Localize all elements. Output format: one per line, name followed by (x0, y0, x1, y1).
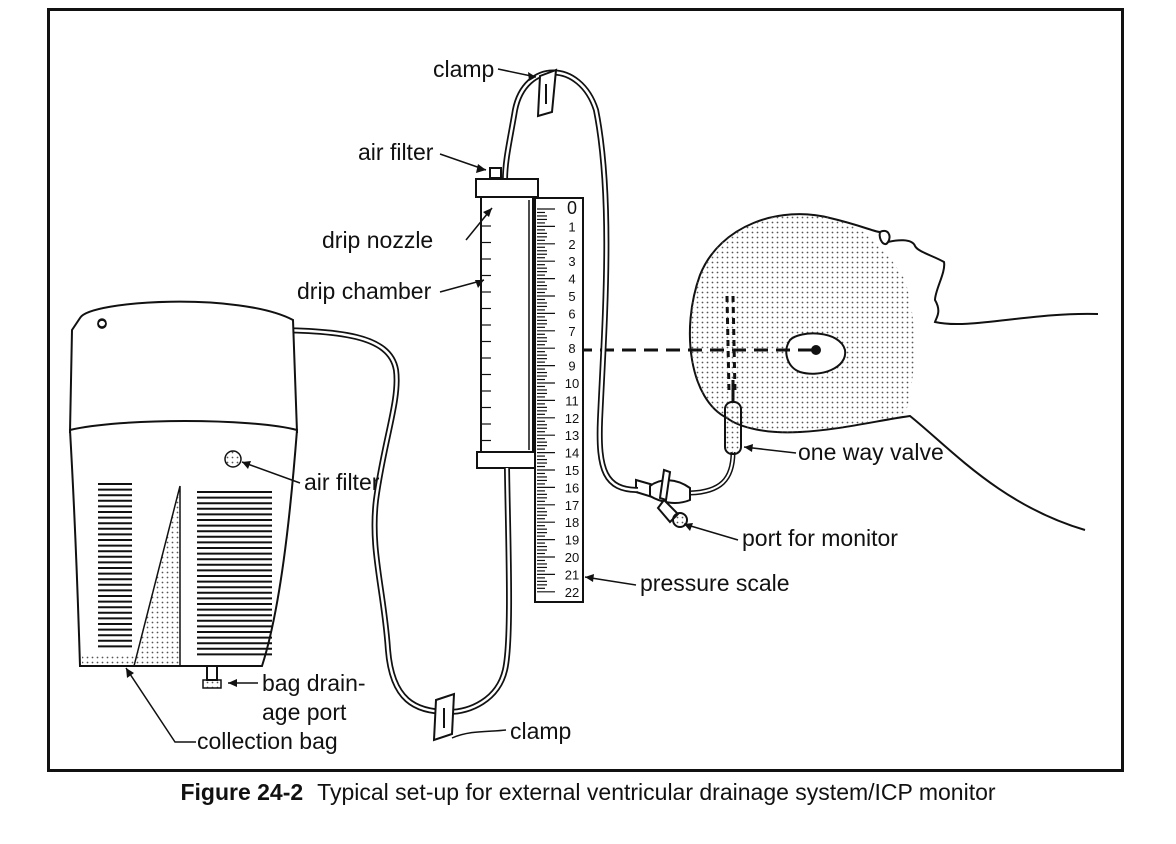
label-collection-bag: collection bag (197, 728, 338, 754)
scale-tick-label: 18 (565, 515, 579, 530)
label-port-for-monitor: port for monitor (742, 525, 898, 551)
ear (785, 332, 847, 375)
label-drip-chamber: drip chamber (297, 278, 432, 304)
label-bag-drainage-port-1: bag drain- (262, 670, 366, 696)
scale-tick-label: 22 (565, 585, 579, 600)
scale-tick-label: 17 (565, 498, 579, 513)
scale-tick-label: 3 (568, 254, 575, 269)
label-bag-drainage-port-2: age port (262, 699, 347, 725)
scale-tick-label: 19 (565, 533, 579, 548)
drip-chamber (480, 196, 534, 453)
scale-tick-label: 8 (568, 341, 575, 356)
label-air-filter-top: air filter (358, 139, 434, 165)
scale-tick-label: 2 (568, 237, 575, 252)
bottom-clamp (432, 692, 456, 742)
top-air-filter (489, 167, 502, 179)
scale-tick-label: 7 (568, 324, 575, 339)
scale-tick-label: 9 (568, 359, 575, 374)
scale-tick-label: 5 (568, 289, 575, 304)
stopcock (635, 468, 691, 528)
scale-tick-label: 10 (565, 376, 579, 391)
label-pressure-scale: pressure scale (640, 570, 790, 596)
ventricular-catheter (725, 295, 737, 393)
scale-tick-label: 13 (565, 428, 579, 443)
scale-tick-label: 15 (565, 463, 579, 478)
figure-caption: Figure 24-2 Typical set-up for external v… (0, 779, 1176, 806)
label-drip-nozzle: drip nozzle (322, 227, 433, 253)
label-air-filter-bag: air filter (304, 469, 380, 495)
label-clamp-bottom: clamp (510, 718, 571, 744)
scale-tick-label: 12 (565, 411, 579, 426)
label-one-way-valve: one way valve (798, 439, 944, 465)
figure-frame (47, 8, 1124, 772)
scale-tick-label: 6 (568, 306, 575, 321)
drip-chamber-cap (475, 178, 539, 198)
top-clamp (536, 68, 558, 118)
scale-tick-label: 21 (565, 567, 579, 582)
scale-tick-label: 1 (568, 219, 575, 234)
scale-tick-label: 20 (565, 550, 579, 565)
scale-tick-label: 11 (565, 393, 579, 408)
patient-tubing (689, 451, 736, 496)
scale-tick-label: 14 (565, 446, 579, 461)
head-shading (689, 214, 915, 433)
scale-tick-label: 0 (567, 198, 577, 218)
nose-mouth (878, 231, 889, 246)
scale-tick-label: 16 (565, 480, 579, 495)
figure-number: Figure 24-2 (180, 779, 304, 805)
one-way-valve (724, 380, 742, 455)
bag-drainage-port (202, 665, 222, 689)
label-clamp-top: clamp (433, 56, 494, 82)
scale-tick-label: 4 (568, 272, 575, 287)
arrowheads (126, 72, 753, 687)
figure-caption-text: Typical set-up for external ventricular … (317, 779, 996, 805)
collection-bag (68, 300, 299, 689)
